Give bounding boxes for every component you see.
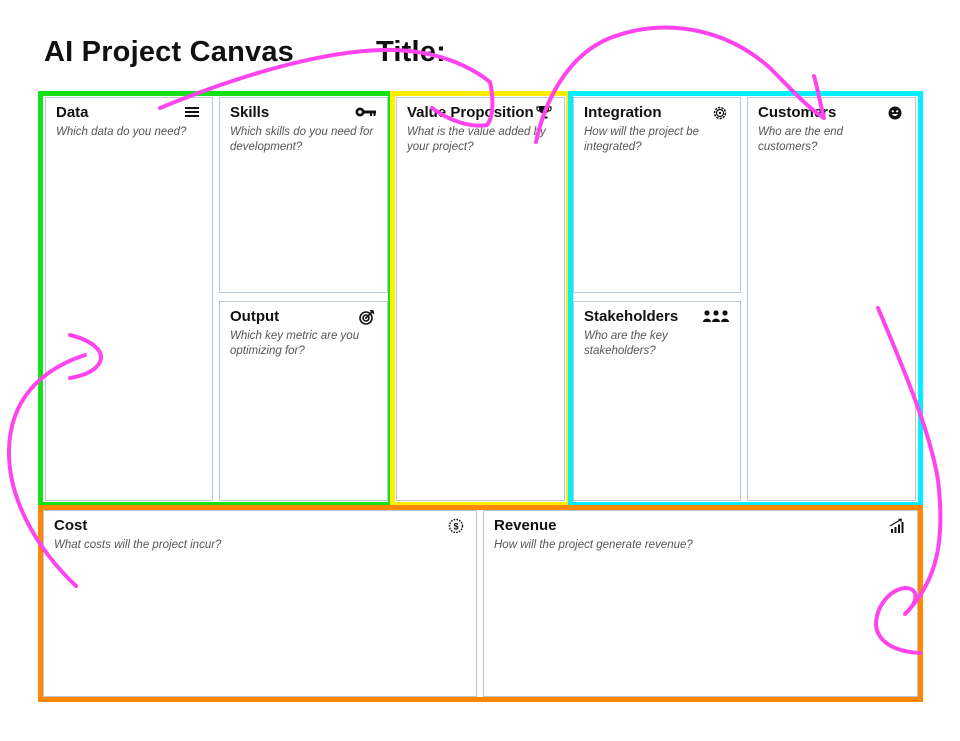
card-skills[interactable]: Skills Which skills do you need for deve… <box>219 97 388 293</box>
target-icon <box>359 309 377 325</box>
card-title: Output <box>230 308 280 325</box>
svg-text:$: $ <box>453 522 458 532</box>
card-integration[interactable]: Integration How will the project be inte… <box>573 97 741 293</box>
card-prompt: Who are the end customers? <box>758 126 844 153</box>
card-title: Customers <box>758 104 837 121</box>
card-prompt: How will the project generate revenue? <box>494 539 693 551</box>
card-value-proposition[interactable]: Value Proposition What is the value adde… <box>396 97 565 501</box>
card-prompt: What costs will the project incur? <box>54 539 222 551</box>
card-prompt: How will the project be integrated? <box>584 126 700 153</box>
bar-chart-icon <box>889 518 907 534</box>
card-prompt: What is the value added by your project? <box>407 126 546 153</box>
card-customers[interactable]: Customers Who are the end customers? <box>747 97 916 501</box>
card-output[interactable]: Output Which key metric are you optimizi… <box>219 301 388 501</box>
card-cost[interactable]: Cost $ What costs will the project incur… <box>43 510 477 697</box>
people-icon <box>702 309 730 325</box>
card-prompt: Who are the key stakeholders? <box>584 330 668 357</box>
gear-icon <box>712 105 730 121</box>
list-icon <box>184 105 202 121</box>
card-prompt: Which data do you need? <box>56 126 187 138</box>
card-title: Revenue <box>494 517 557 534</box>
card-title: Cost <box>54 517 88 534</box>
dollar-icon: $ <box>448 518 466 534</box>
card-revenue[interactable]: Revenue How will the project generate re… <box>483 510 918 697</box>
smiley-icon <box>887 105 905 121</box>
trophy-icon <box>536 105 554 121</box>
card-title: Stakeholders <box>584 308 679 325</box>
card-prompt: Which skills do you need for development… <box>230 126 374 153</box>
key-icon <box>355 105 377 121</box>
page-title: AI Project Canvas <box>44 36 294 68</box>
card-title: Skills <box>230 104 270 121</box>
project-title-label: Title: <box>376 36 446 68</box>
card-stakeholders[interactable]: Stakeholders Who are the key stakeholder… <box>573 301 741 501</box>
card-data[interactable]: Data Which data do you need? <box>45 97 213 501</box>
card-title: Value Proposition <box>407 104 534 121</box>
card-title: Integration <box>584 104 662 121</box>
card-title: Data <box>56 104 89 121</box>
card-prompt: Which key metric are you optimizing for? <box>230 330 360 357</box>
